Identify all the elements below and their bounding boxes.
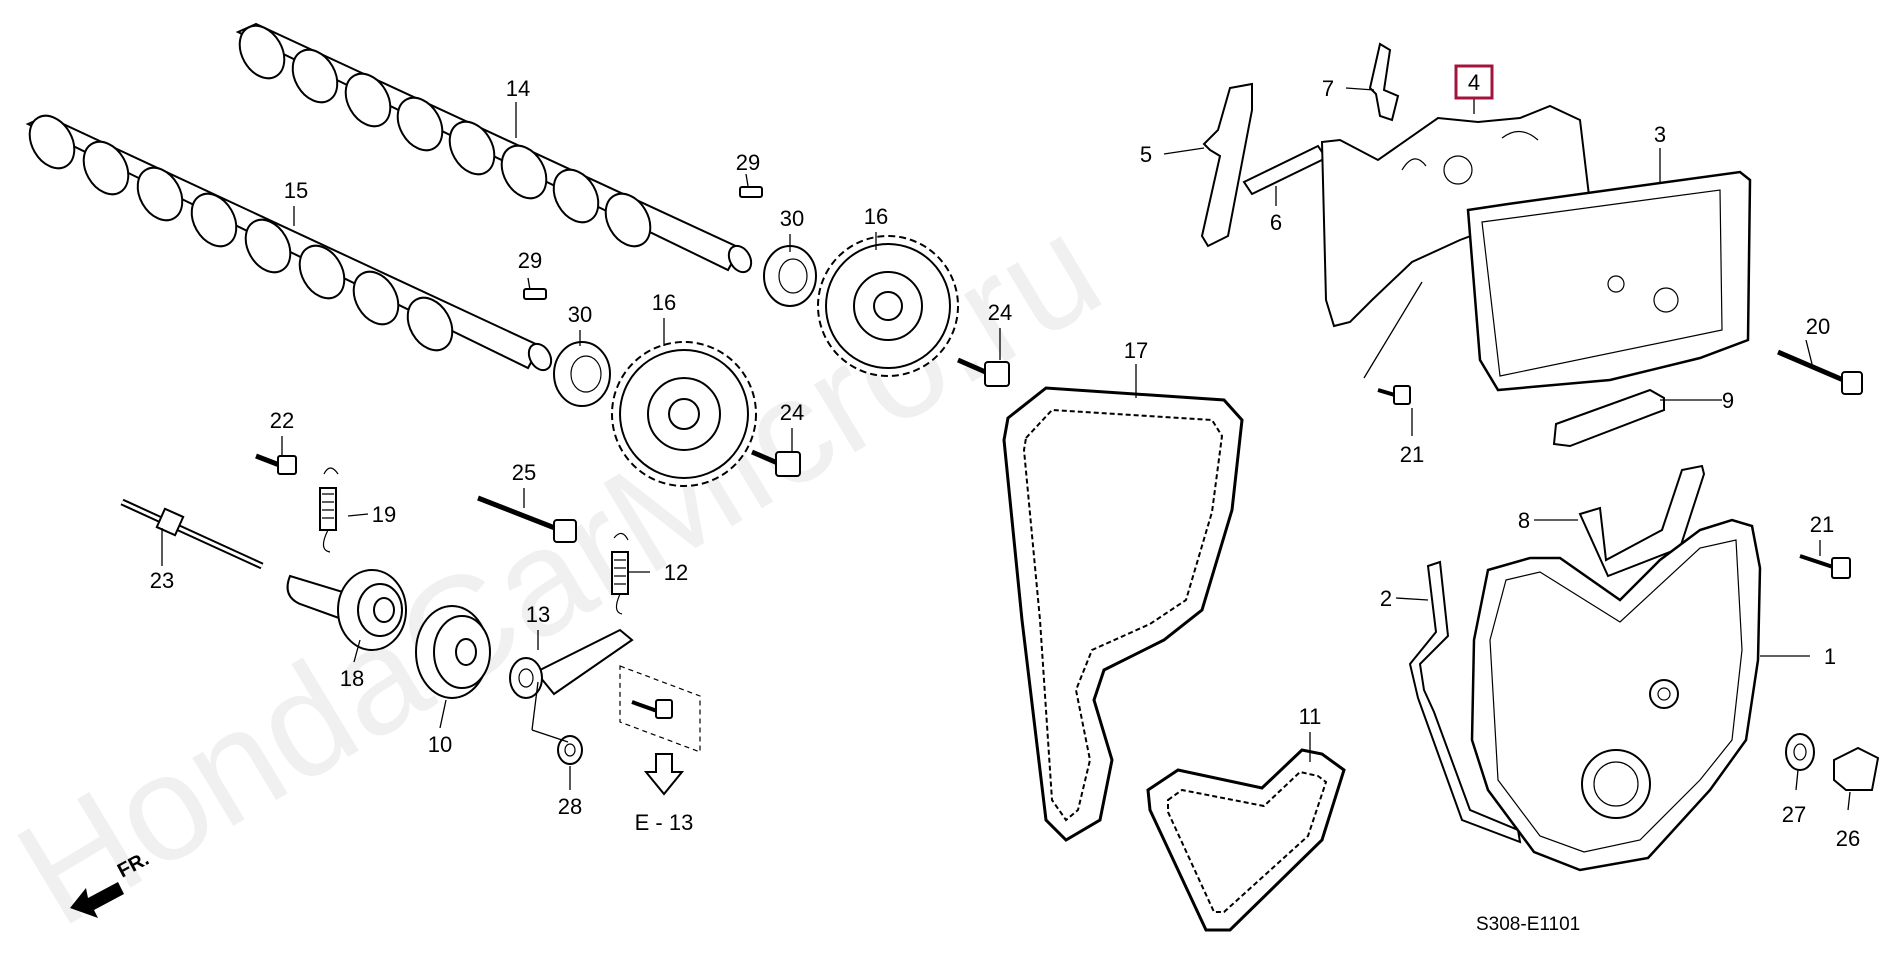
label-7[interactable]: 7 [1322, 76, 1334, 101]
bracket-13[interactable] [509, 628, 634, 699]
woodruff-key-upper[interactable] [739, 186, 763, 198]
label-22[interactable]: 22 [270, 408, 294, 433]
part-labels: 14 15 29 29 30 30 16 16 24 24 22 19 25 1… [150, 64, 1860, 851]
highlight-box-4[interactable] [1454, 64, 1494, 100]
balancer-belt-11[interactable] [1146, 748, 1346, 932]
lower-cover-1[interactable] [1470, 518, 1762, 872]
washer-27[interactable] [1785, 733, 1815, 771]
label-21-upper[interactable]: 21 [1400, 442, 1424, 467]
seal-6[interactable] [1242, 144, 1328, 196]
label-29-upper[interactable]: 29 [736, 150, 760, 175]
label-1[interactable]: 1 [1824, 644, 1836, 669]
woodruff-key-lower[interactable] [523, 288, 547, 300]
bolt-21-upper[interactable] [1377, 385, 1411, 405]
bolt-13-detail[interactable] [631, 699, 673, 719]
label-30-lower[interactable]: 30 [568, 302, 592, 327]
label-18[interactable]: 18 [340, 666, 364, 691]
bolt-20[interactable] [1777, 349, 1863, 395]
label-21-lower[interactable]: 21 [1810, 512, 1834, 537]
label-29-lower[interactable]: 29 [518, 248, 542, 273]
label-27[interactable]: 27 [1782, 802, 1806, 827]
seal-2[interactable] [1408, 560, 1522, 844]
cover-seal-5[interactable] [1200, 82, 1253, 248]
camshaft-14[interactable] [231, 18, 756, 276]
diagram-code: S308-E1101 [1476, 914, 1580, 935]
label-24-upper[interactable]: 24 [988, 300, 1012, 325]
label-6[interactable]: 6 [1270, 210, 1282, 235]
tensioner-18[interactable] [286, 569, 407, 651]
label-28[interactable]: 28 [558, 794, 582, 819]
bolt-21-lower[interactable] [1799, 554, 1851, 579]
label-4[interactable]: 4 [1468, 70, 1480, 95]
cam-pulley-upper[interactable] [817, 235, 959, 377]
upper-cover-4[interactable] [1320, 104, 1592, 328]
label-19[interactable]: 19 [372, 502, 396, 527]
label-5[interactable]: 5 [1140, 142, 1152, 167]
leader-lines [161, 87, 1851, 811]
reference-arrow-icon[interactable] [643, 753, 685, 796]
oil-seal-lower[interactable] [553, 341, 611, 407]
seal-7[interactable] [1368, 42, 1400, 122]
idler-pulley-10[interactable] [415, 605, 491, 699]
label-16-upper[interactable]: 16 [864, 204, 888, 229]
spring-19[interactable] [319, 467, 339, 553]
upper-cover-3[interactable] [1466, 170, 1752, 392]
bolt-22[interactable] [255, 453, 297, 475]
label-9[interactable]: 9 [1722, 388, 1734, 413]
label-17[interactable]: 17 [1124, 338, 1148, 363]
bolt-25[interactable] [477, 495, 577, 543]
pulley-bolt-lower[interactable] [751, 449, 801, 477]
cam-pulley-lower[interactable] [611, 341, 757, 487]
label-26[interactable]: 26 [1836, 826, 1860, 851]
oil-seal-upper[interactable] [763, 245, 817, 307]
label-30-upper[interactable]: 30 [780, 206, 804, 231]
label-11[interactable]: 11 [1299, 704, 1322, 729]
label-12[interactable]: 12 [664, 560, 688, 585]
label-13[interactable]: 13 [526, 602, 550, 627]
label-15[interactable]: 15 [284, 178, 308, 203]
label-3[interactable]: 3 [1654, 122, 1666, 147]
label-25[interactable]: 25 [512, 460, 536, 485]
washer-28[interactable] [557, 735, 583, 765]
label-20[interactable]: 20 [1806, 314, 1830, 339]
seal-9[interactable] [1552, 388, 1665, 448]
pulley-bolt-upper[interactable] [956, 357, 1010, 387]
label-24-lower[interactable]: 24 [780, 400, 804, 425]
spring-12[interactable] [611, 532, 629, 615]
label-16-lower[interactable]: 16 [652, 290, 676, 315]
label-2[interactable]: 2 [1380, 586, 1392, 611]
seal-8[interactable] [1578, 464, 1706, 578]
bolt-26[interactable] [1833, 746, 1880, 791]
timing-belt-17[interactable] [1002, 386, 1244, 842]
label-14[interactable]: 14 [506, 76, 530, 101]
reference-label[interactable]: E - 13 [635, 810, 694, 835]
front-arrow-icon [70, 882, 124, 918]
label-23[interactable]: 23 [150, 568, 174, 593]
label-10[interactable]: 10 [428, 732, 452, 757]
label-8[interactable]: 8 [1518, 508, 1530, 533]
stud-bolt-23[interactable] [120, 498, 264, 570]
camshaft-15[interactable] [21, 108, 556, 374]
